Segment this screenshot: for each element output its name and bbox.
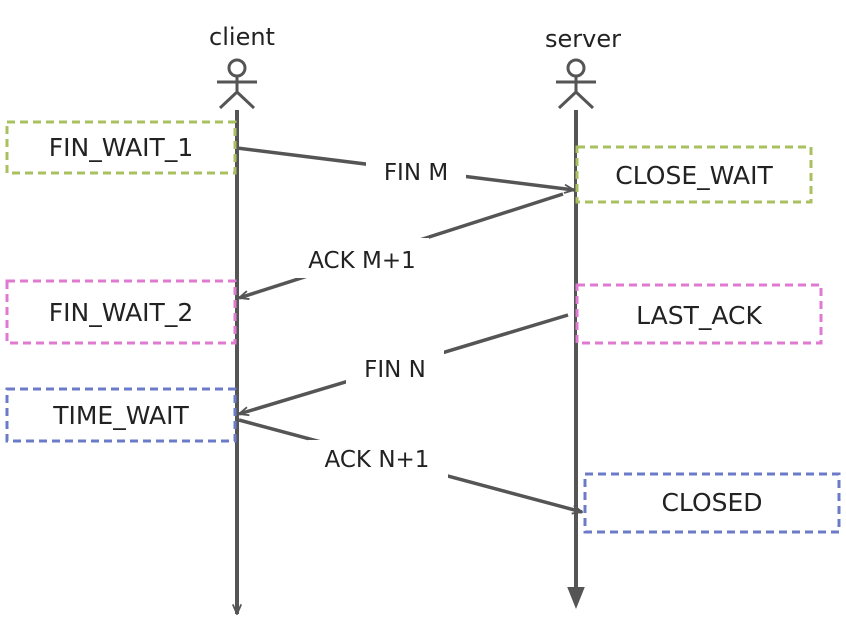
state-frame-last-ack: [575, 283, 823, 345]
message-ack-n1: ACK N+1: [238, 418, 582, 512]
state-frame-close-wait: [575, 145, 813, 204]
message-fin-n: FIN N: [239, 313, 569, 414]
state-box-time-wait: TIME_WAIT: [5, 387, 237, 443]
client-person-icon: [217, 58, 257, 110]
state-box-close-wait: CLOSE_WAIT: [575, 145, 813, 204]
state-label-time-wait: TIME_WAIT: [52, 401, 189, 430]
state-box-fin-wait-1: FIN_WAIT_1: [5, 120, 237, 175]
state-frame-time-wait: [5, 387, 237, 443]
label-fin-m: FIN M: [384, 160, 448, 186]
state-label-fin-wait-2: FIN_WAIT_2: [49, 298, 193, 327]
server-actor-label: server: [545, 25, 621, 53]
client-actor-label: client: [209, 23, 275, 51]
state-frame-fin-wait-2: [5, 279, 237, 345]
label-fin-n: FIN N: [364, 357, 426, 383]
state-frame-closed: [583, 472, 841, 534]
state-label-fin-wait-1: FIN_WAIT_1: [49, 133, 193, 162]
state-box-last-ack: LAST_ACK: [575, 283, 823, 345]
state-box-closed: CLOSED: [583, 472, 841, 534]
message-fin-m: FIN M: [236, 146, 574, 190]
server-person-icon: [556, 58, 596, 110]
state-box-fin-wait-2: FIN_WAIT_2: [5, 279, 237, 345]
state-label-closed: CLOSED: [661, 488, 762, 517]
label-ack-m1: ACK M+1: [308, 248, 416, 274]
state-label-close-wait: CLOSE_WAIT: [615, 161, 773, 190]
state-frame-fin-wait-1: [5, 120, 237, 175]
message-ack-m1: ACK M+1: [239, 192, 564, 298]
state-label-last-ack: LAST_ACK: [636, 301, 762, 330]
label-ack-n1: ACK N+1: [325, 447, 430, 473]
